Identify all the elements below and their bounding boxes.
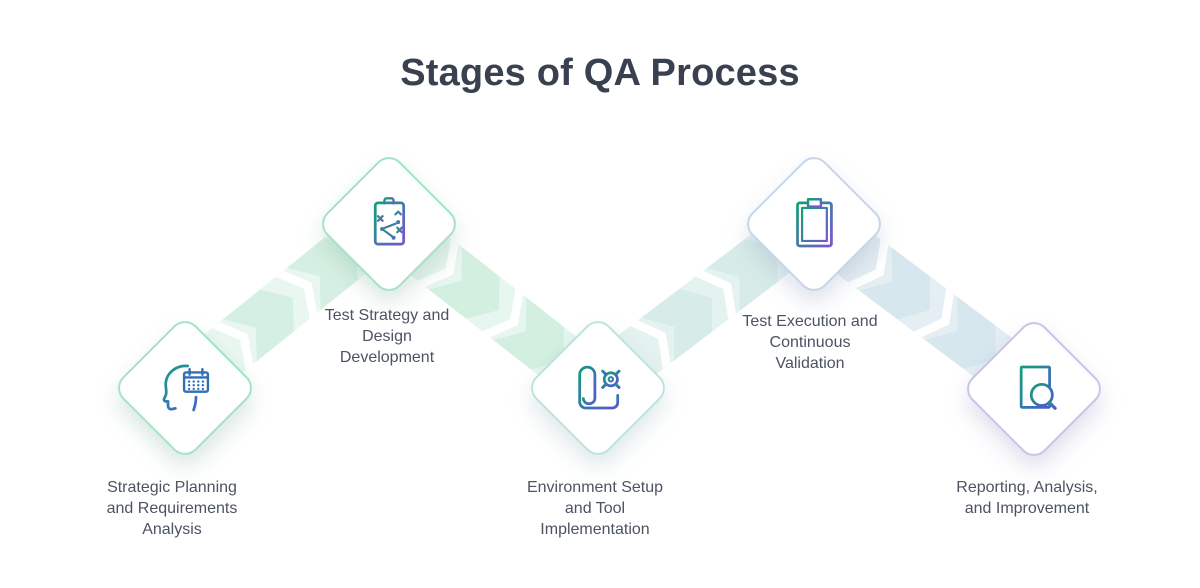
stage-label-line: Environment Setup (526, 479, 664, 496)
stage-label-line: Implementation (540, 521, 650, 538)
stage-label-line: and Improvement (964, 500, 1090, 517)
stage-label-reporting: Reporting, Analysis, and Improvement (917, 477, 1137, 519)
stage-label-line: Analysis (142, 521, 202, 538)
stage-label-strategic-planning: Strategic Planning and Requirements Anal… (62, 477, 282, 540)
scroll-gear-icon (548, 338, 648, 438)
head-calendar-icon (135, 338, 235, 438)
stage-label-line: and Tool (564, 500, 626, 517)
stage-diamond-test-execution (740, 150, 888, 298)
stage-label-line: Design (362, 328, 412, 345)
stage-label-line: Validation (775, 355, 845, 372)
stage-label-line: Development (339, 349, 435, 366)
stage-label-test-execution: Test Execution and Continuous Validation (700, 311, 920, 374)
strategy-clipboard-icon (339, 174, 439, 274)
stage-diamond-reporting (960, 315, 1108, 463)
stage-label-line: Reporting, Analysis, (956, 479, 1098, 496)
stage-label-line: Strategic Planning (107, 479, 237, 496)
stage-label-line: Test Strategy and (324, 307, 450, 324)
stage-diamond-environment-setup (524, 314, 672, 462)
stage-label-line: Continuous (769, 334, 851, 351)
checklist-clipboard-icon (764, 174, 864, 274)
stage-label-test-strategy: Test Strategy and Design Development (277, 305, 497, 368)
stage-label-environment-setup: Environment Setup and Tool Implementatio… (485, 477, 705, 540)
stage-label-line: and Requirements (106, 500, 238, 517)
document-magnifier-icon (984, 339, 1084, 439)
stage-label-line: Test Execution and (742, 313, 878, 330)
stage-diamond-strategic-planning (111, 314, 259, 462)
page-title: Stages of QA Process (400, 52, 800, 94)
stage-diamond-test-strategy (315, 150, 463, 298)
